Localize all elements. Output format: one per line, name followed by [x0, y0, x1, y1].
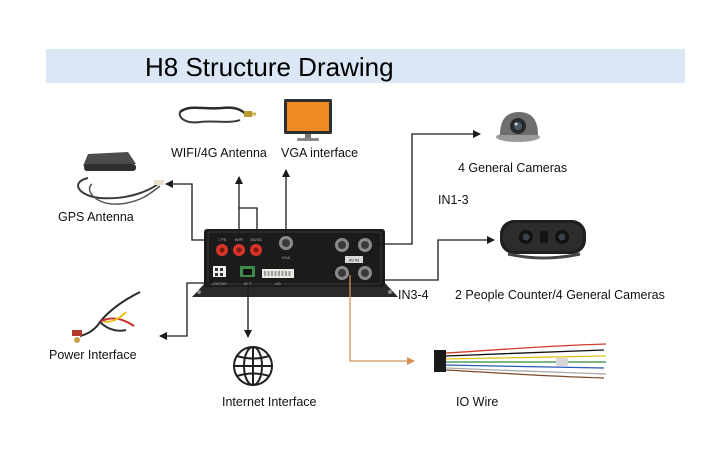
dome-camera-icon: [496, 112, 540, 142]
wifi-antenna-label: WIFI/4G Antenna: [171, 146, 267, 160]
gps-antenna-label: GPS Antenna: [58, 210, 134, 224]
vga-port-label: VGA: [282, 255, 291, 260]
io-wire-harness-icon: [434, 343, 607, 379]
connection-lines: [159, 130, 495, 340]
power-interface-label: Power Interface: [49, 348, 137, 362]
people-counter-label: 2 People Counter/4 General Cameras: [455, 288, 665, 302]
antenna-connectors: [216, 244, 262, 256]
mdvr-device-icon: GPS WIFI 3G/4G VGA AV IN 12V/24V NET I/O: [192, 229, 398, 297]
power-cable-icon: [72, 291, 141, 343]
vga-interface-label: VGA interface: [281, 146, 359, 160]
gps-antenna-icon: [77, 152, 164, 205]
gps-arrow: [165, 180, 222, 241]
wifi-antenna-cable-icon: [178, 106, 256, 124]
power-arrow: [159, 282, 213, 340]
wifi-port-label: WIFI: [235, 237, 243, 242]
general-cameras-arrow: [372, 130, 481, 245]
page-title: H8 Structure Drawing: [145, 52, 394, 82]
4g-port-label: 3G/4G: [250, 237, 262, 242]
in-3-4-label: IN3-4: [398, 288, 429, 302]
io-wire-label: IO Wire: [456, 395, 499, 409]
gps-port-label: GPS: [218, 237, 227, 242]
io-port-label: I/O: [275, 281, 280, 286]
in-1-3-label: IN1-3: [438, 193, 469, 207]
av-in-label: AV IN: [349, 258, 359, 263]
power-port-label: 12V/24V: [211, 281, 227, 286]
general-cameras-label: 4 General Cameras: [458, 161, 568, 175]
internet-interface-label: Internet Interface: [222, 395, 317, 409]
people-counter-camera-icon: [500, 220, 586, 260]
io-wire-arrow: [349, 275, 415, 365]
monitor-icon: [284, 99, 332, 141]
people-counter-arrow: [372, 236, 495, 281]
globe-icon: [233, 346, 273, 386]
title-banner: [46, 49, 685, 83]
